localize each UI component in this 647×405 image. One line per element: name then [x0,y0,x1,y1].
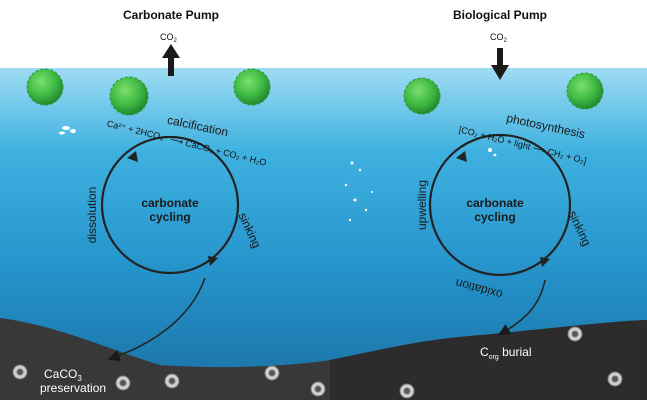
co2-left-label: CO2 [160,32,178,44]
right-cycle-arrowhead-top [456,151,467,162]
coccolithophore-4 [403,77,441,115]
coccolithophore-1 [26,68,64,106]
right-center-line2: cycling [474,210,515,224]
export-arrow-right [498,279,546,336]
particles [59,126,497,222]
left-center-line1: carbonate [141,196,199,210]
co2-right-label: CO2 [490,32,508,44]
caco3-preservation-line1: CaCO3 [44,367,82,383]
surface-light [30,0,630,165]
co2-outgassing-arrow [162,44,180,76]
corg-burial-label: Corg burial [480,345,531,361]
biological-pump-title: Biological Pump [453,8,547,22]
left-center-line2: cycling [149,210,190,224]
coccolithophore-3 [233,68,271,106]
carbonate-pump-title: Carbonate Pump [123,8,219,22]
coccolithophore-5 [566,72,604,110]
left-cycle-arrowhead-bottom [208,256,218,266]
caco3-preservation-line2: preservation [40,381,106,395]
export-arrow-left [107,277,206,362]
seafloor-right [330,320,647,400]
upwelling-label: upwelling [415,180,429,230]
right-center-line1: carbonate [466,196,524,210]
right-cycle-ring [428,133,572,277]
co2-uptake-arrow [491,48,509,80]
dissolution-label: dissolution [85,187,99,244]
left-cycle-arrowhead-top [127,151,138,162]
left-cycle-ring [100,135,240,275]
coccolith-shells [12,326,623,399]
right-cycle-arrowhead-bottom [540,257,550,267]
coccolithophore-2 [109,76,149,116]
